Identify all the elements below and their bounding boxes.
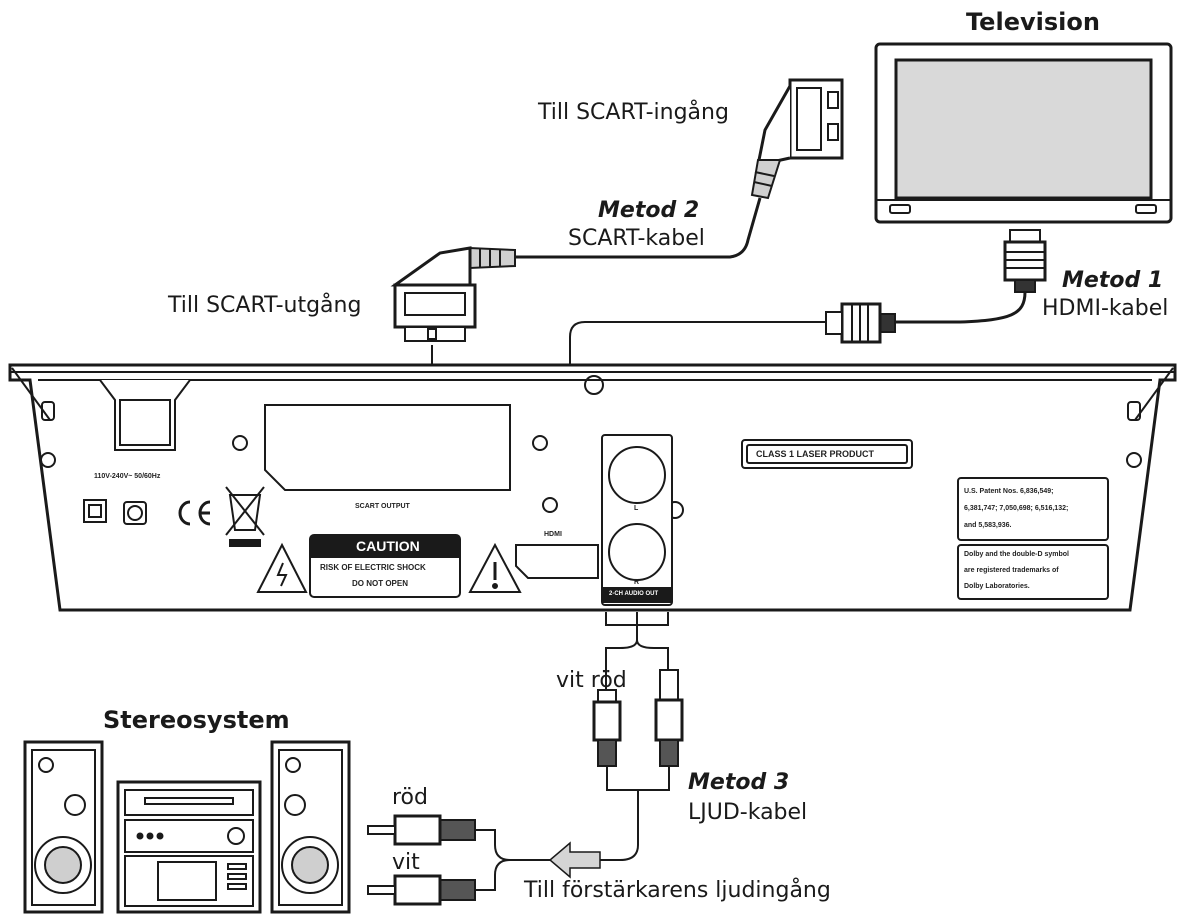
method-1-cable: HDMI-kabel <box>1042 296 1169 321</box>
hdmi-port-label: HDMI <box>544 531 562 538</box>
stereo-illustration <box>23 740 351 914</box>
stereo-label: Stereosystem <box>103 706 290 734</box>
patent-line-2: 6,381,747; 7,050,698; 6,516,132; <box>964 505 1069 512</box>
method-3-title: Metod 3 <box>688 770 790 795</box>
white-red-label: vit röd <box>556 668 627 693</box>
audio-cable <box>367 612 684 906</box>
scart-in-label: Till SCART-ingång <box>538 100 729 125</box>
method-2-cable: SCART-kabel <box>568 226 705 251</box>
red-label: röd <box>392 785 428 810</box>
patent-line-1: U.S. Patent Nos. 6,836,549; <box>964 488 1054 495</box>
caution-line-1: RISK OF ELECTRIC SHOCK <box>320 563 426 572</box>
white-label: vit <box>392 850 420 875</box>
method-2-title: Metod 2 <box>598 198 700 223</box>
audio-l-label: L <box>634 505 639 512</box>
laser-label: CLASS 1 LASER PRODUCT <box>756 449 875 459</box>
hdmi-cable <box>560 229 1047 551</box>
dolby-line-2: are registered trademarks of <box>964 567 1059 574</box>
audio-out-label: 2-CH AUDIO OUT <box>609 591 659 597</box>
power-rating: 110V-240V~ 50/60Hz <box>94 473 161 480</box>
scart-out-label: Till SCART-utgång <box>168 293 362 318</box>
patent-line-3: and 5,583,936. <box>964 522 1012 529</box>
amp-input-label: Till förstärkarens ljudingång <box>524 878 831 903</box>
player-back-panel <box>8 363 1177 612</box>
method-3-cable: LJUD-kabel <box>688 800 808 825</box>
scart-output-text: SCART OUTPUT <box>355 503 410 510</box>
caution-title: CAUTION <box>356 538 420 554</box>
television-label: Television <box>966 8 1100 36</box>
audio-r-label: R <box>634 579 640 586</box>
caution-line-2: DO NOT OPEN <box>352 579 409 588</box>
dolby-line-3: Dolby Laboratories. <box>964 583 1030 590</box>
method-1-title: Metod 1 <box>1062 268 1164 293</box>
dolby-line-1: Dolby and the double-D symbol <box>964 551 1070 558</box>
television-illustration <box>874 42 1173 224</box>
